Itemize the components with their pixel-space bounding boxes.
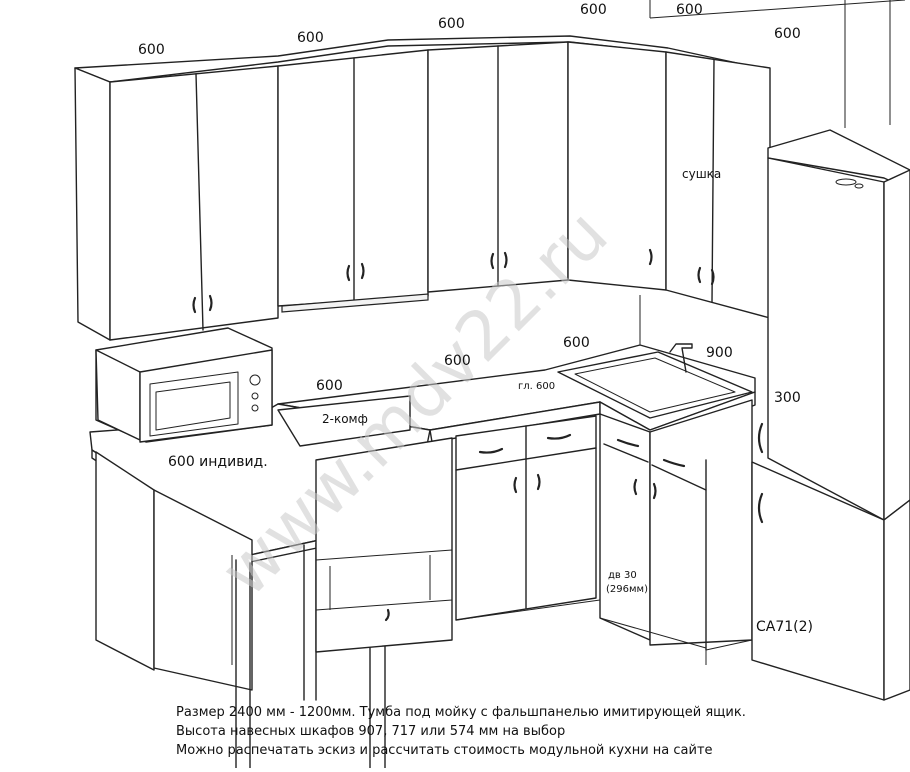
upper-cabinets-left	[74, 35, 761, 341]
upper-width-label: 600	[297, 30, 324, 46]
door-note-line1: дв 30	[608, 570, 637, 581]
hob-label: 2-комф	[322, 412, 368, 426]
microwave-unit-label: 600 индивид.	[168, 454, 268, 470]
caption-line-2: Высота навесных шкафов 907, 717 или 574 …	[176, 724, 566, 739]
counter-width-corner: 600	[563, 335, 590, 351]
upper-cabinet-dryer	[665, 51, 771, 319]
upper-width-label: 600	[774, 26, 801, 42]
upper-width-label: 600	[138, 42, 165, 58]
door-note-line2: (296мм)	[606, 584, 648, 595]
fridge-model-label: CA71(2)	[756, 619, 813, 635]
base-cabinets	[315, 399, 753, 665]
faucet	[669, 343, 693, 373]
hob	[277, 395, 411, 447]
upper-width-label: 600	[438, 16, 465, 32]
refrigerator	[751, 129, 910, 701]
upper-width-label: 600	[580, 2, 607, 18]
sink-width-label: 900	[706, 345, 733, 361]
counter-width-left: 600	[316, 378, 343, 394]
microwave	[95, 327, 273, 443]
counter-width-middle: 600	[444, 353, 471, 369]
sink-depth-note: гл. 600	[518, 381, 555, 392]
caption-line-1: Размер 2400 мм - 1200мм. Тумба под мойку…	[176, 705, 746, 720]
caption-line-3: Можно распечатать эскиз и рассчитать сто…	[176, 743, 713, 758]
upper-width-label: 600	[676, 2, 703, 18]
caption: Размер 2400 мм - 1200мм. Тумба под мойку…	[176, 703, 876, 760]
room-walls	[639, 0, 906, 345]
fridge-width-label: 300	[774, 390, 801, 406]
dryer-label: сушка	[682, 167, 721, 181]
sink	[557, 351, 753, 419]
upper-width-labels: 600 600 600 600 600 600	[138, 2, 801, 58]
